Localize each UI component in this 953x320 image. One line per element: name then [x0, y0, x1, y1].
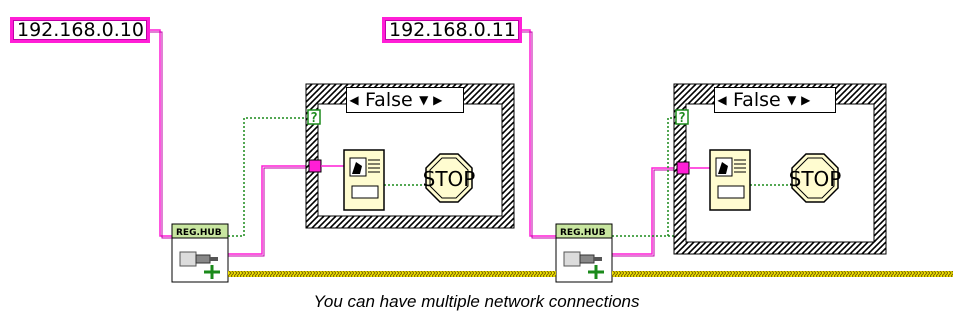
network-vi-icon-2[interactable] — [709, 149, 751, 211]
boolean-wire-1 — [228, 117, 310, 237]
boolean-wire-2b — [667, 117, 676, 236]
cluster-wire-1 — [228, 271, 556, 277]
reg-hub-2[interactable]: REG.HUB — [555, 223, 613, 283]
decrement-arrow-icon[interactable]: ◀ — [717, 93, 727, 107]
case-selector-2-value: False — [733, 89, 781, 111]
case-selector-2[interactable]: ◀ False ▼ ▶ — [714, 87, 836, 113]
decrement-arrow-icon[interactable]: ◀ — [349, 93, 359, 107]
network-vi-icon-1[interactable] — [343, 149, 385, 211]
stop-icon-1[interactable]: STOP — [423, 153, 476, 203]
case-selector-terminal-2-label: ? — [678, 111, 686, 126]
reg-hub-1-label: REG.HUB — [176, 228, 222, 238]
case-selector-terminal-2: ? — [675, 109, 689, 126]
cluster-wire-2 — [612, 271, 953, 277]
increment-arrow-icon[interactable]: ▶ — [801, 93, 811, 107]
reg-hub-1[interactable]: REG.HUB — [171, 223, 229, 283]
case-selector-terminal-1-label: ? — [310, 111, 318, 126]
dropdown-arrow-icon[interactable]: ▼ — [787, 93, 797, 107]
reg-hub-2-label: REG.HUB — [560, 228, 606, 238]
stop-label-2: STOP — [789, 167, 842, 191]
caption: You can have multiple network connection… — [313, 292, 640, 311]
increment-arrow-icon[interactable]: ▶ — [433, 93, 443, 107]
case-selector-1[interactable]: ◀ False ▼ ▶ — [346, 87, 464, 113]
string-wire-2b — [612, 167, 680, 257]
string-wire-2 — [522, 29, 556, 239]
case-selector-1-value: False — [365, 89, 413, 111]
string-wire-1b — [228, 165, 314, 257]
case-selector-terminal-1: ? — [307, 109, 321, 126]
case-tunnel-1 — [308, 159, 322, 173]
ip-constant-1[interactable]: 192.168.0.10 — [10, 17, 150, 43]
dropdown-arrow-icon[interactable]: ▼ — [419, 93, 429, 107]
case-tunnel-2 — [676, 161, 690, 175]
ip-constant-2[interactable]: 192.168.0.11 — [382, 17, 522, 43]
string-wire-1 — [150, 29, 172, 239]
stop-icon-2[interactable]: STOP — [789, 153, 842, 203]
stop-label-1: STOP — [423, 167, 476, 191]
